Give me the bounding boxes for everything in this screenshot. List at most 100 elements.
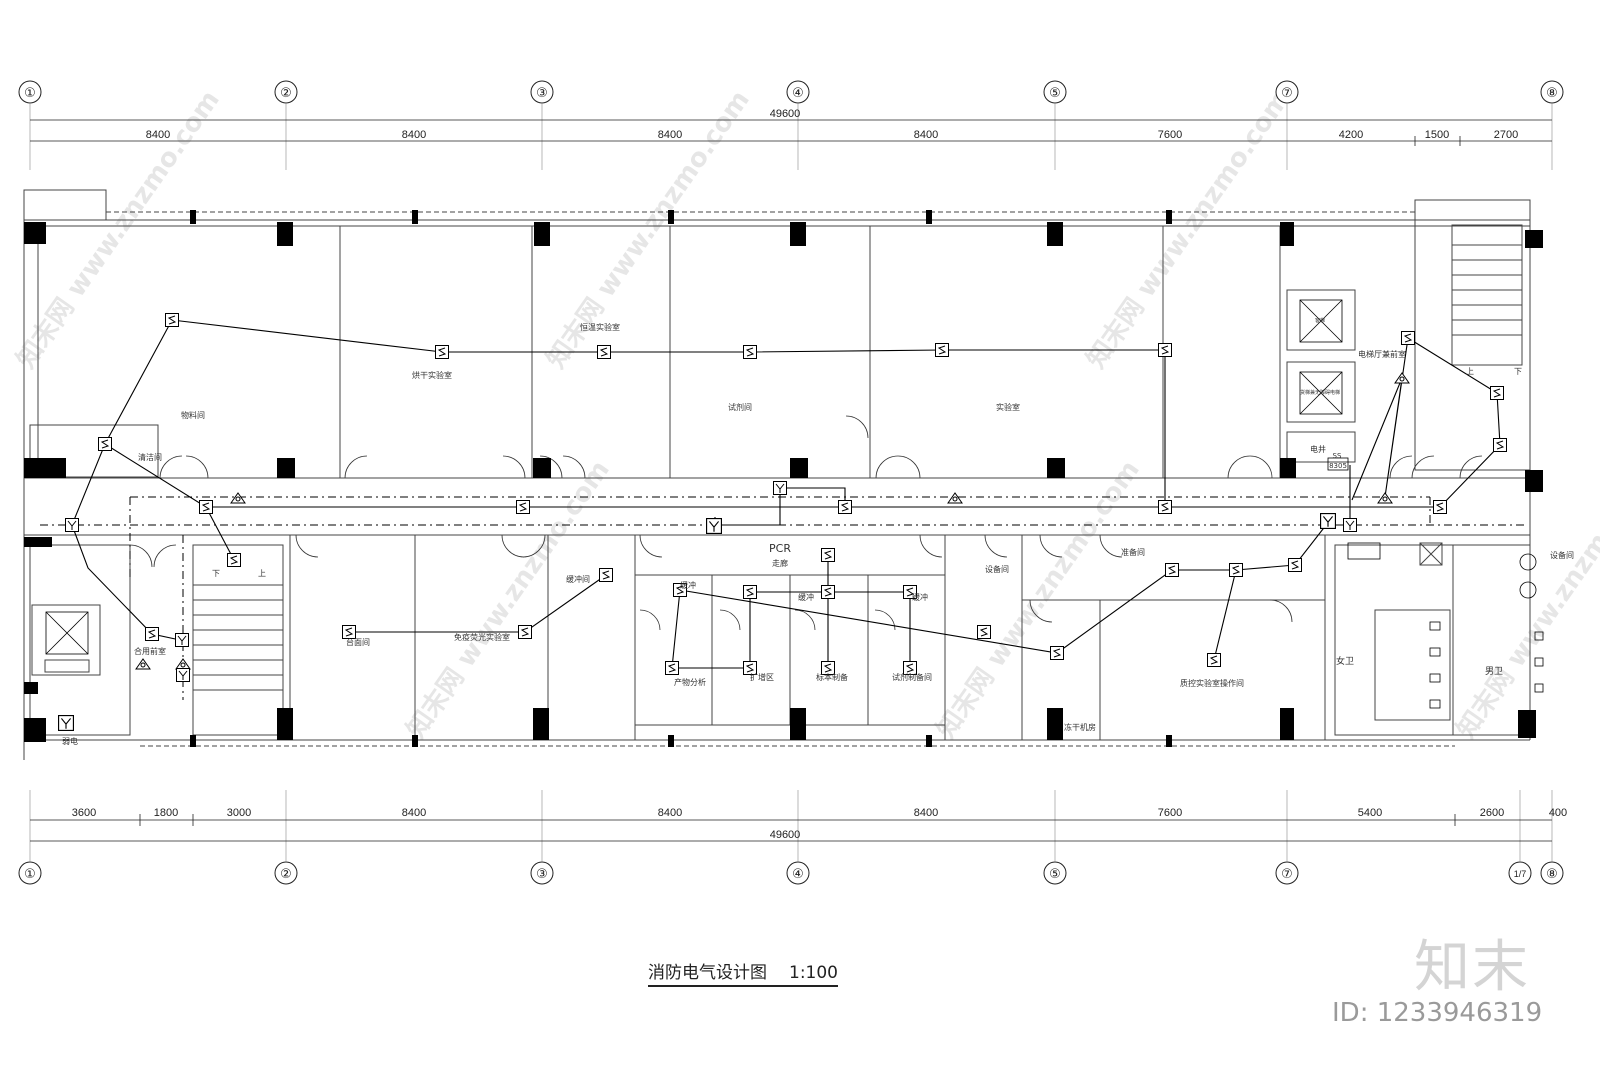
- smoke-detector-icon: [342, 625, 356, 639]
- axis-bubbles-bottom: [18, 861, 1564, 885]
- room-label: 物料间: [181, 410, 205, 420]
- room-label: 冻干机房: [1064, 722, 1096, 732]
- toilet-fixtures: [1429, 621, 1544, 709]
- manual-alarm-icon: [773, 481, 787, 495]
- room-label: 准备间: [1121, 547, 1145, 557]
- room-label: 恒温实验室: [580, 322, 620, 332]
- room-label: 质控实验室操作间: [1180, 678, 1244, 688]
- room-label: 试剂间: [728, 402, 752, 412]
- axis-label: ⑦: [1281, 85, 1293, 100]
- axis-label: ③: [536, 866, 548, 881]
- dimension-span: 4200: [1339, 129, 1363, 141]
- fire-hydrant-button-icon: [1320, 513, 1336, 529]
- smoke-detector-icon: [743, 585, 757, 599]
- axis-labels-top: ① ② ③ ④ ⑤ ⑦ ⑧: [24, 85, 1558, 100]
- room-label: 合用前室: [134, 646, 166, 656]
- axis-label: ②: [280, 85, 292, 100]
- room-label: 产物分析: [674, 677, 706, 687]
- room-label: 电梯厅兼前室: [1358, 349, 1406, 359]
- smoke-detector-icon: [1401, 331, 1415, 345]
- room-label: 8305: [1329, 462, 1347, 470]
- smoke-detector-icon: [1165, 563, 1179, 577]
- smoke-detector-icon: [599, 568, 613, 582]
- brand-logo: 知末: [1414, 935, 1530, 1000]
- alarm-horn-icon: [175, 658, 191, 670]
- building-walls: [23, 189, 1531, 760]
- room-label: 台面间: [346, 637, 370, 647]
- dimension-span: 2600: [1480, 807, 1504, 819]
- room-label: 清洁间: [138, 452, 162, 462]
- smoke-detector-icon: [1229, 563, 1243, 577]
- room-label: 实验室: [996, 402, 1020, 412]
- room-label: 设备间: [1550, 550, 1574, 560]
- room-label: 扩增区: [750, 672, 774, 682]
- fire-hydrant-button-icon: [706, 518, 722, 534]
- dimension-span: 7600: [1158, 807, 1182, 819]
- drawing-title-text: 消防电气设计图: [648, 963, 767, 983]
- dimension-span: 400: [1549, 807, 1567, 819]
- structural-columns: [24, 210, 1543, 747]
- smoke-detector-icon: [1433, 500, 1447, 514]
- room-label: 上: [258, 569, 266, 578]
- axis-label: ⑧: [1546, 85, 1558, 100]
- smoke-detector-icon: [165, 313, 179, 327]
- dimension-span: 8400: [658, 807, 682, 819]
- smoke-detector-icon: [977, 625, 991, 639]
- room-label: 客梯: [1315, 317, 1325, 324]
- room-label: 试剂制备间: [892, 672, 932, 682]
- axis-labels-bottom: ① ② ③ ④ ⑤ ⑦ 1/7 ⑧: [24, 866, 1558, 881]
- manual-alarm-icon: [65, 518, 79, 532]
- room-label: 缓冲: [680, 580, 696, 590]
- dimension-span: 7600: [1158, 129, 1182, 141]
- fire-hydrant-button-icon: [176, 668, 190, 682]
- alarm-horn-icon: [230, 492, 246, 504]
- axis-label: ⑤: [1049, 866, 1061, 881]
- smoke-detector-icon: [1493, 438, 1507, 452]
- axis-label: 1/7: [1514, 869, 1527, 879]
- smoke-detector-icon: [98, 437, 112, 451]
- room-label: SS: [1333, 452, 1342, 460]
- room-label: 免疫荧光实验室: [454, 632, 510, 642]
- smoke-detector-icon: [597, 345, 611, 359]
- room-label: 设备间: [985, 564, 1009, 574]
- room-label: 上: [1466, 367, 1474, 376]
- smoke-detector-icon: [665, 661, 679, 675]
- room-label: PCR: [769, 542, 791, 555]
- room-label: 下: [1514, 367, 1522, 376]
- smoke-detector-icon: [821, 585, 835, 599]
- smoke-detector-icon: [1158, 343, 1172, 357]
- dimension-span: 8400: [914, 129, 938, 141]
- watermark-text: 知末网 www.znzmo.com: [1451, 455, 1600, 744]
- room-label: 下: [212, 569, 220, 578]
- manual-alarm-points: [58, 481, 1357, 731]
- room-label: 缓冲: [798, 592, 814, 602]
- smoke-detector-icon: [145, 627, 159, 641]
- smoke-detector-icon: [1207, 653, 1221, 667]
- room-label: 缓冲: [912, 592, 928, 602]
- room-label: 标本制备: [816, 672, 848, 682]
- axis-label: ⑤: [1049, 85, 1061, 100]
- axis-bubbles-top: [18, 80, 1564, 104]
- room-label: 电井: [1310, 444, 1326, 454]
- smoke-detector-icon: [1490, 386, 1504, 400]
- alarm-horn-icon: [1394, 372, 1410, 384]
- dimension-lines-top: [30, 119, 1552, 146]
- document-id: ID: 1233946319: [1332, 998, 1543, 1028]
- alarm-horn-icon: [135, 658, 151, 670]
- dimension-span: 8400: [402, 807, 426, 819]
- dimension-lines-bottom: [30, 814, 1552, 842]
- axis-label: ③: [536, 85, 548, 100]
- axis-lines: [29, 103, 1553, 862]
- axis-label: ②: [280, 866, 292, 881]
- alarm-horn-icon: [947, 492, 963, 504]
- room-label: 货梯兼无障碍电梯: [1300, 389, 1340, 396]
- room-label: 缓冲间: [566, 574, 590, 584]
- dimension-total: 49600: [770, 108, 801, 120]
- axis-label: ①: [24, 85, 36, 100]
- smoke-detector-icon: [227, 553, 241, 567]
- dimension-span: 1500: [1425, 129, 1449, 141]
- dimension-span: 2700: [1494, 129, 1518, 141]
- smoke-detector-icon: [435, 345, 449, 359]
